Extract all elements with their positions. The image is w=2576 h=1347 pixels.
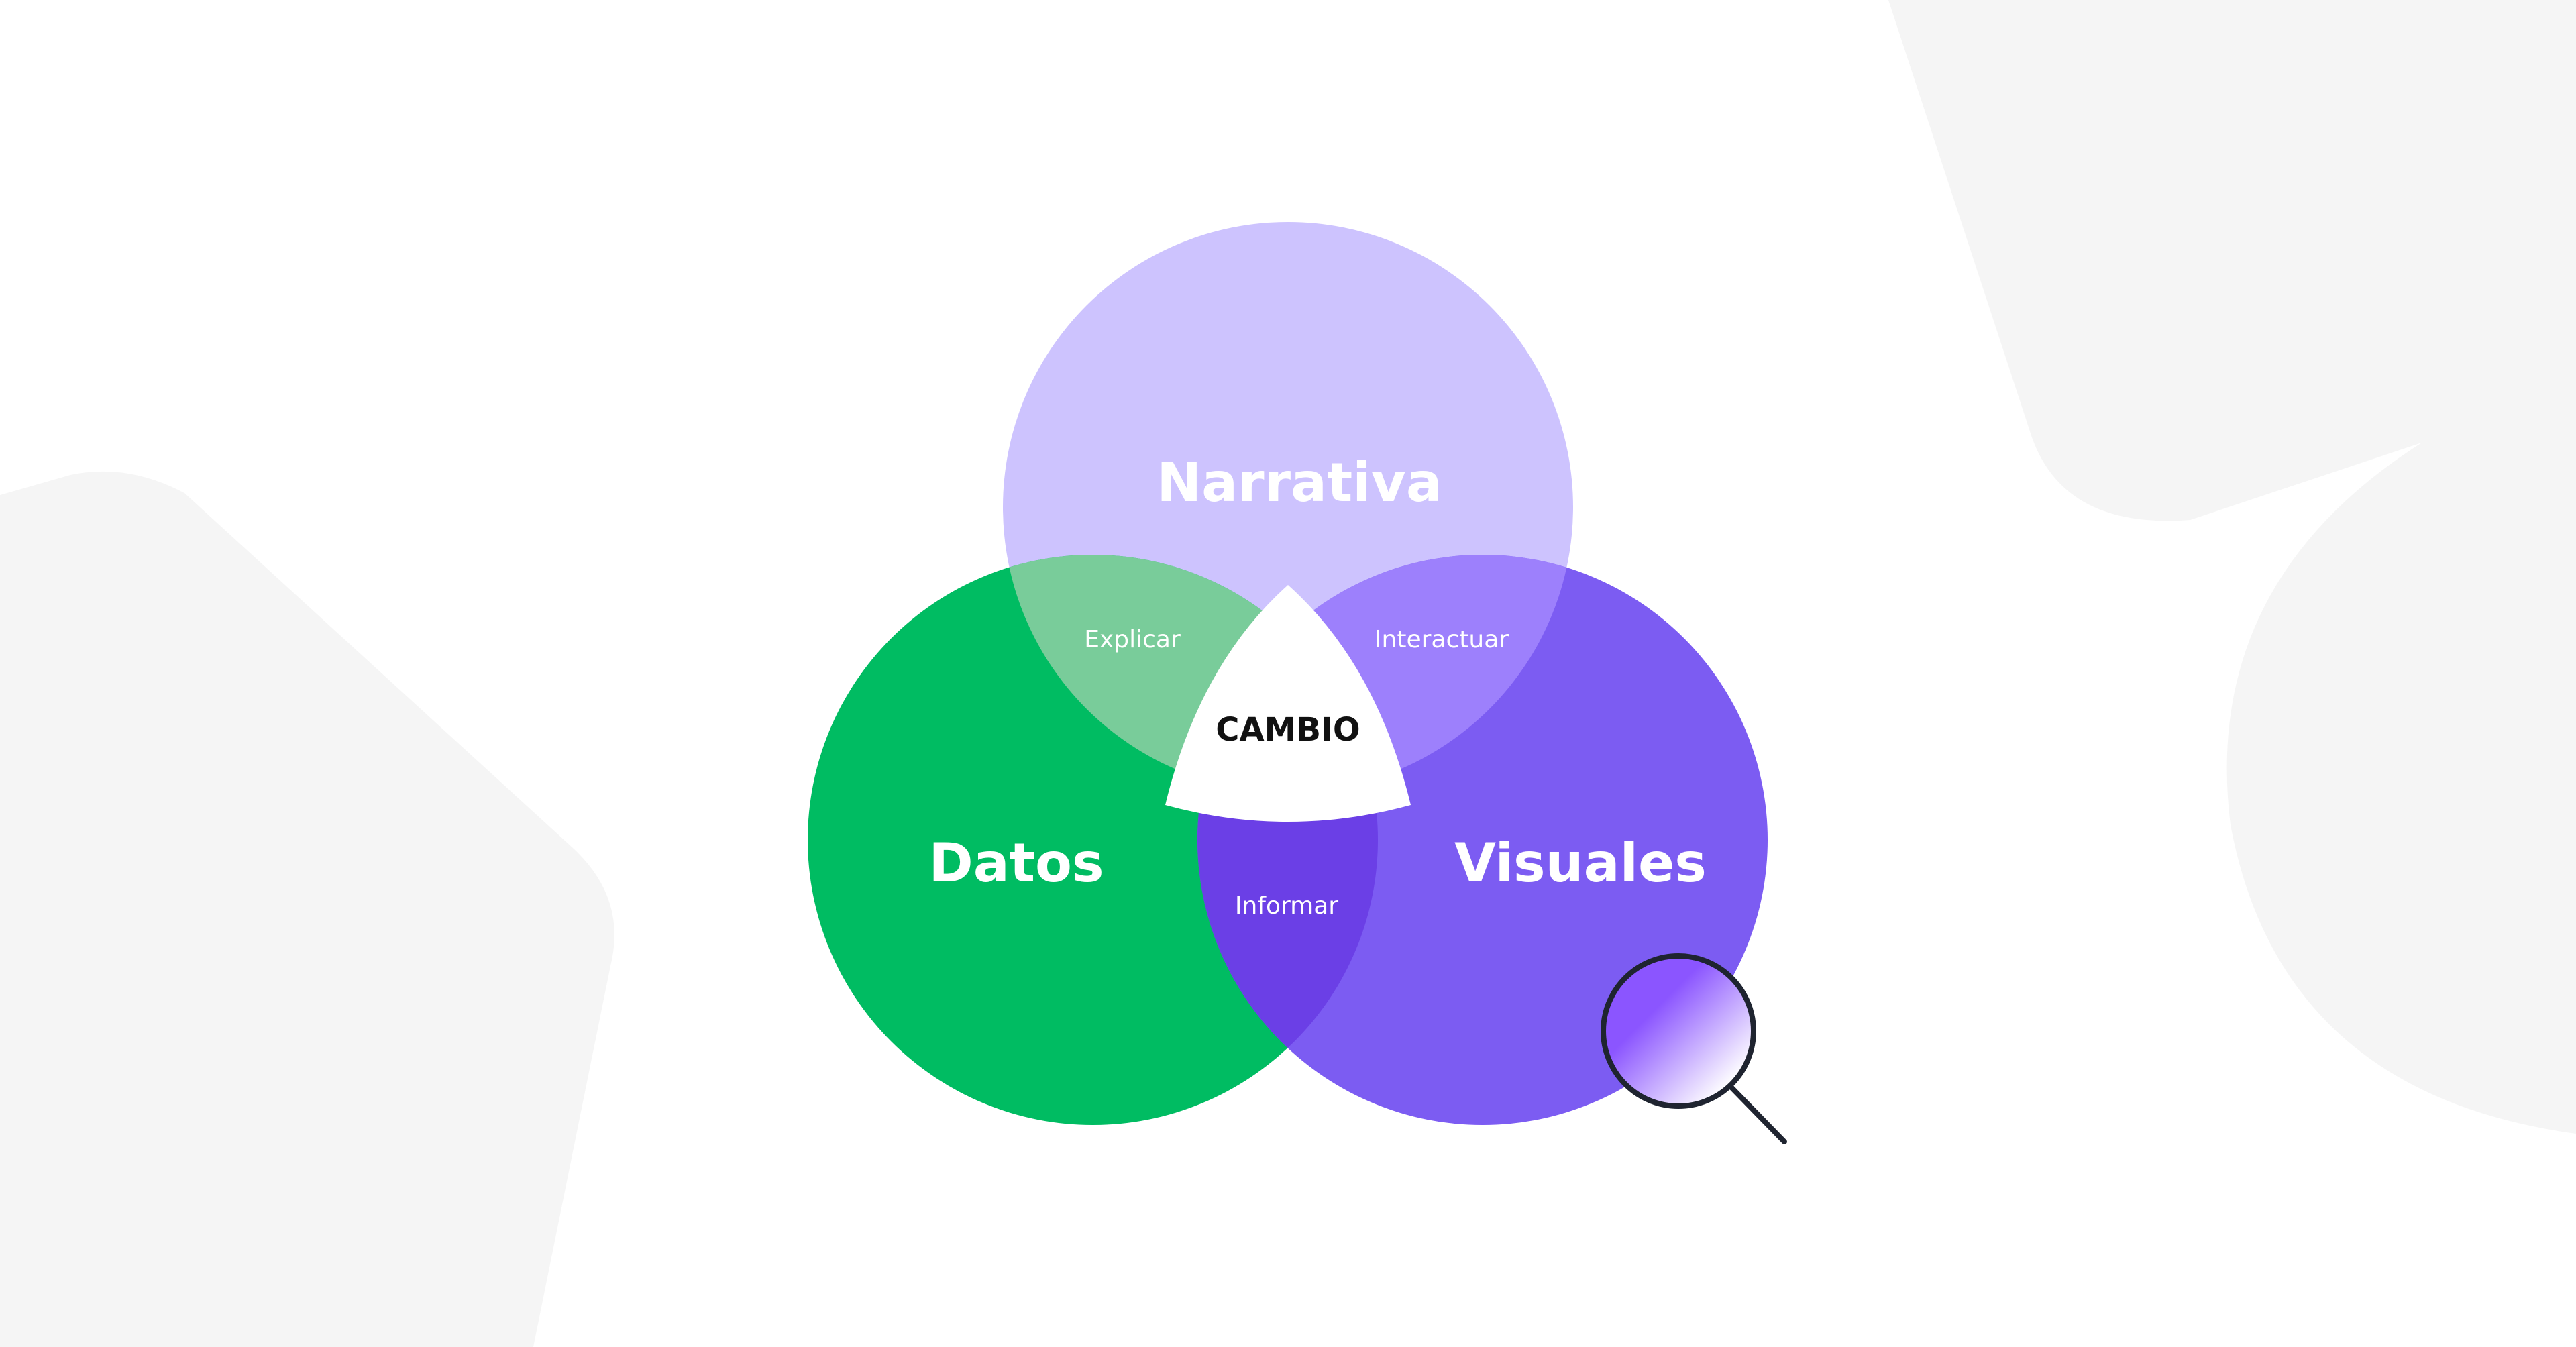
label-visuales: Visuales xyxy=(1454,832,1707,894)
magnifier-lens xyxy=(1601,953,1756,1109)
background-shape-right xyxy=(1888,0,2576,1134)
label-informar: Informar xyxy=(1235,892,1338,920)
label-interactuar: Interactuar xyxy=(1375,626,1509,653)
center-region-cambio xyxy=(1165,585,1411,822)
label-cambio: CAMBIO xyxy=(1216,711,1360,749)
label-datos: Datos xyxy=(928,832,1104,894)
background-shape-left xyxy=(0,471,614,1347)
magnifier-handle xyxy=(1728,1084,1787,1144)
label-narrativa: Narrativa xyxy=(1157,451,1442,514)
magnifying-glass-icon xyxy=(1601,953,1787,1144)
label-explicar: Explicar xyxy=(1084,626,1181,653)
